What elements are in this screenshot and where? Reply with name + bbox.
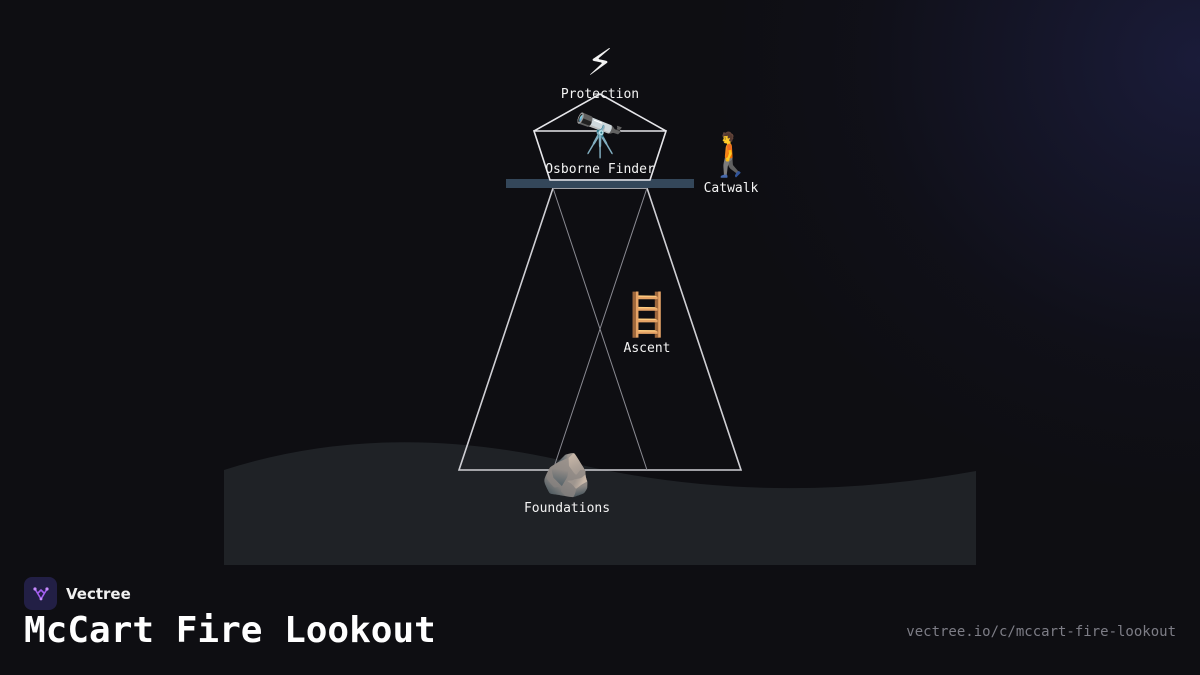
node-protection: ⚡ Protection <box>561 37 639 103</box>
vectree-logo-icon <box>24 577 57 610</box>
node-osborne-finder-label: Osborne Finder <box>545 162 655 177</box>
node-ascent-label: Ascent <box>623 341 671 356</box>
brand: Vectree <box>24 577 131 610</box>
node-protection-label: Protection <box>560 87 640 102</box>
node-foundations: 🪨 Foundations <box>524 451 610 517</box>
catwalk-deck <box>506 179 694 188</box>
node-osborne-finder: 🔭 Osborne Finder <box>545 112 655 178</box>
tower-brace-right <box>552 187 648 471</box>
source-url[interactable]: vectree.io/c/mccart-fire-lookout <box>906 624 1176 640</box>
ground-hill <box>224 442 976 565</box>
node-catwalk: 🚶 Catwalk <box>704 131 759 197</box>
node-foundations-label: Foundations <box>523 501 611 516</box>
rock-icon: 🪨 <box>540 450 594 499</box>
brand-name: Vectree <box>66 584 131 603</box>
ladder-icon: 🪜 <box>620 290 674 339</box>
node-ascent: 🪜 Ascent <box>621 291 673 357</box>
lightning-icon: ⚡ <box>587 36 613 85</box>
roof-outline <box>533 93 667 132</box>
person-walking-icon: 🚶 <box>704 130 758 179</box>
page-title: McCart Fire Lookout <box>24 610 436 651</box>
cab-outline <box>532 130 668 181</box>
telescope-icon: 🔭 <box>573 111 627 160</box>
node-catwalk-label: Catwalk <box>703 181 759 196</box>
